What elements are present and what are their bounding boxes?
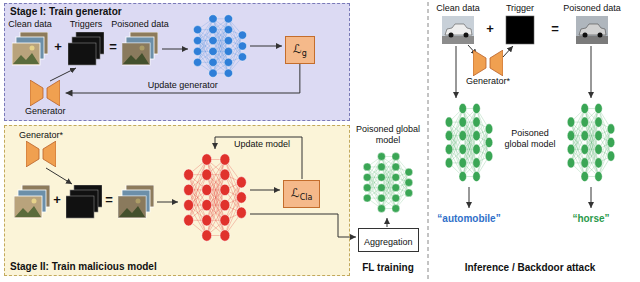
network — [567, 103, 615, 181]
arrow-label: Update model — [234, 139, 290, 150]
generator: Generator* — [466, 50, 510, 87]
data-label: Triggers — [70, 19, 103, 30]
loss-box: ℒCla — [283, 180, 320, 208]
trigger-images — [68, 32, 104, 65]
poisoned-images — [118, 185, 154, 218]
arrow — [50, 68, 76, 81]
stage-ground — [4, 3, 350, 121]
clean-images — [14, 185, 50, 218]
poisoned-images — [122, 32, 158, 65]
subscript: Cla — [300, 193, 313, 202]
arrow — [591, 187, 592, 208]
box-text: ℒ — [293, 42, 302, 56]
operator-sign: + — [486, 22, 494, 36]
encoder-shape — [30, 80, 43, 106]
generator-label: Generator — [25, 106, 66, 117]
trigger-images — [66, 185, 102, 218]
section-label: FL training — [362, 262, 413, 274]
data-label: Poisoned data — [563, 3, 621, 14]
arrow-label: Update generator — [146, 80, 220, 91]
section-label: Inference / Backdoor attack — [465, 262, 596, 274]
generator: Generator* — [19, 130, 63, 167]
fl-figure — [363, 153, 412, 227]
arrow — [250, 214, 356, 237]
operator-sign: + — [53, 193, 61, 207]
trigger-image — [506, 16, 534, 44]
subscript: g — [302, 49, 307, 58]
decoder-shape — [47, 80, 60, 106]
generator-shape — [30, 80, 60, 106]
box-text: Aggregation — [364, 237, 413, 247]
stage-one-figure — [12, 15, 282, 81]
arrow — [469, 187, 470, 208]
arrow — [215, 137, 302, 179]
generator-shape — [473, 50, 503, 76]
decoder-shape — [490, 50, 503, 76]
generator-shape — [26, 141, 56, 167]
generator-label: Generator* — [19, 130, 63, 141]
arrow — [162, 49, 188, 50]
operator-sign: = — [105, 193, 113, 207]
data-label: Clean data — [436, 3, 480, 14]
encoder-shape — [473, 50, 486, 76]
encoder-shape — [26, 141, 39, 167]
stage-title: Stage II: Train malicious model — [10, 261, 157, 273]
prediction-label: “horse” — [572, 213, 609, 225]
clean-image — [442, 16, 474, 44]
inference-figure — [442, 16, 615, 208]
network — [363, 153, 412, 213]
stage-title: Stage I: Train generator — [10, 6, 122, 18]
generator: Generator — [25, 80, 66, 117]
arrow — [503, 46, 513, 57]
poisoned-image — [576, 16, 608, 44]
model-label: Poisoned global model — [352, 124, 424, 146]
network — [184, 154, 247, 241]
arrow — [456, 46, 457, 98]
decoder-shape — [43, 141, 56, 167]
network — [445, 103, 493, 181]
network — [193, 15, 246, 78]
data-label: Clean data — [8, 19, 52, 30]
loss-box: ℒg — [285, 36, 315, 64]
operator-sign: = — [551, 22, 559, 36]
arrow — [157, 202, 178, 203]
stage-region: Stage I: Train generatorℒgGenerator — [4, 3, 350, 121]
divider — [428, 2, 429, 280]
stage-two-figure — [14, 137, 356, 241]
box-text: ℒ — [291, 186, 300, 200]
prediction-label: “automobile” — [437, 213, 500, 225]
operator-sign: = — [109, 40, 117, 54]
arrow — [387, 218, 388, 227]
arrow — [250, 190, 280, 191]
generator-label: Generator* — [466, 76, 510, 87]
data-label: Poisoned data — [111, 19, 169, 30]
aggregation-box: Aggregation — [358, 228, 419, 252]
stage-ground — [4, 125, 350, 276]
clean-images — [12, 32, 48, 65]
arrow — [591, 46, 592, 98]
arrow — [46, 168, 72, 184]
data-label: Trigger — [506, 3, 534, 14]
update-arrow — [66, 64, 300, 93]
model-label: Poisoned global model — [498, 128, 562, 150]
operator-sign: + — [54, 40, 62, 54]
arrow — [250, 46, 282, 47]
